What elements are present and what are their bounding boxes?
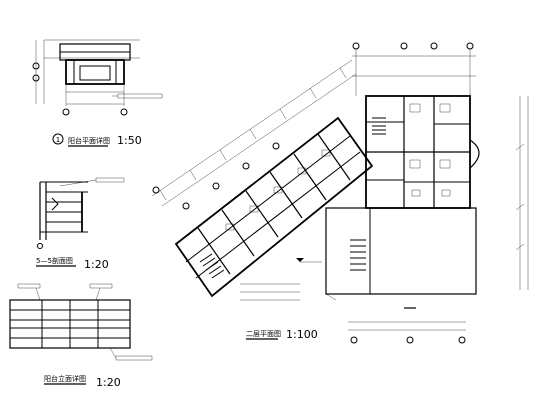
balcony-elevation-scale: 1:20 xyxy=(96,376,121,389)
second-floor-title: 二层平面图 xyxy=(246,330,281,338)
second-floor-plan: 二层平面图 1:100 xyxy=(151,42,529,344)
detail-number: 1 xyxy=(56,136,60,144)
detail-number-bubble xyxy=(52,133,64,145)
section-5-scale: 1:20 xyxy=(84,258,109,271)
detail-1-scale: 1:50 xyxy=(117,134,142,147)
section-5-title: 5—5剖面图 xyxy=(36,256,73,265)
balcony-elevation-title: 阳台立面详图 xyxy=(44,374,86,383)
detail-1-title: 阳台平面详图 xyxy=(68,136,110,145)
balcony-plan-detail: 1 阳台平面详图 1:50 xyxy=(32,39,163,147)
second-floor-scale: 1:100 xyxy=(286,328,318,341)
section-5-5-detail: 5—5剖面图 1:20 xyxy=(36,177,125,271)
balcony-elevation-detail: 阳台立面详图 1:20 xyxy=(9,283,153,389)
